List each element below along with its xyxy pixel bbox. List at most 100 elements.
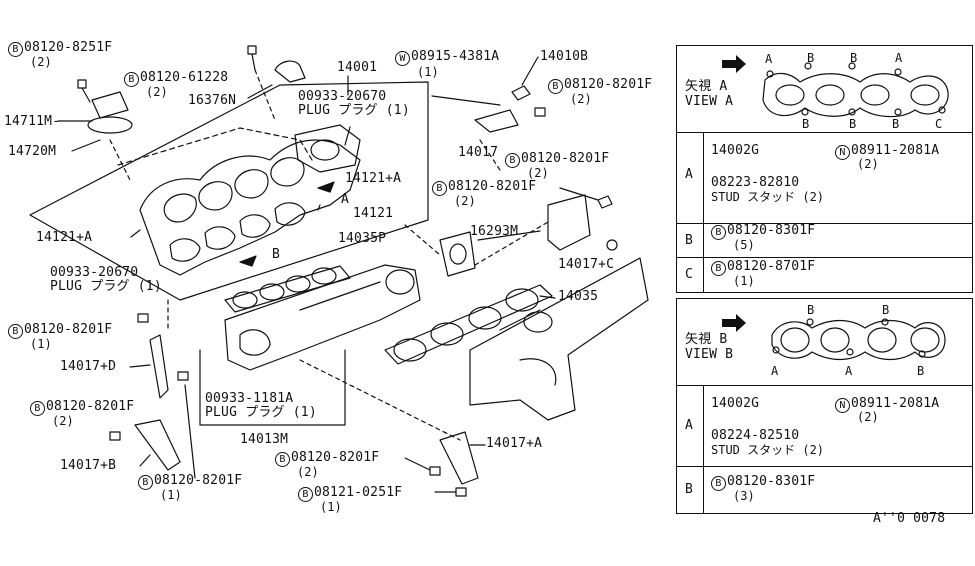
view-a-mark: A: [765, 52, 773, 66]
manifold-box: [29, 81, 429, 301]
view-a-title-en: VIEW A: [685, 94, 734, 109]
label-14001: 14001: [337, 60, 378, 75]
qty: (2): [454, 194, 476, 208]
label-plug3-code: 00933-1181A: [205, 391, 294, 406]
view-a-mark: B: [850, 51, 858, 65]
view-b-mark: A: [845, 364, 853, 378]
view-b-row-divider: [677, 385, 972, 386]
bolt-symbol-icon: B: [124, 72, 139, 87]
qty: (1): [160, 488, 182, 502]
bracket-14017: [474, 109, 519, 133]
label-14013m: 14013M: [240, 432, 289, 447]
view-b-key-b: B: [685, 482, 694, 497]
bolt-symbol-icon: B: [30, 401, 45, 416]
qty: (3): [733, 489, 755, 503]
label-16376n: 16376N: [188, 93, 237, 108]
view-a-mark: B: [807, 51, 815, 65]
label-14121a-left: 14121+A: [36, 230, 93, 245]
view-a-key-c: C: [685, 267, 694, 282]
bracket-16376n: [274, 60, 306, 83]
view-a-mark: C: [935, 117, 943, 131]
view-a-row-divider: [677, 257, 972, 258]
nut-symbol-icon: N: [835, 398, 850, 413]
view-a-key-b: B: [685, 233, 694, 248]
label-14121a-right: 14121+A: [345, 171, 402, 186]
label-plug1-name: PLUG プラグ (1): [298, 103, 410, 118]
view-a-mark: B: [892, 117, 900, 131]
view-a-row-divider: [677, 223, 972, 224]
view-a-stud-name: STUD スタッド (2): [711, 190, 825, 204]
label-14035: 14035: [558, 289, 599, 304]
view-a-part: 14002G: [711, 143, 760, 158]
bracket-14017b: [134, 419, 181, 471]
label-14711m: 14711M-: [4, 114, 61, 129]
bolt-symbol-icon: B: [298, 487, 313, 502]
arrow-a-icon: [317, 181, 335, 193]
bolt-symbol-icon: B: [548, 79, 563, 94]
label-14035p: 14035P: [338, 231, 387, 246]
qty: (2): [527, 166, 549, 180]
label-arrow-b: B: [272, 247, 281, 262]
exhaust-manifold-upper: [139, 124, 361, 276]
label-16293m: 16293M: [470, 224, 519, 239]
label-plug3-name: PLUG プラグ (1): [205, 405, 317, 420]
view-b-stud-code: 08224-82510: [711, 428, 800, 443]
view-b-col-divider: [703, 385, 704, 513]
bolt-symbol-icon: B: [505, 153, 520, 168]
view-a-row-divider: [677, 132, 972, 133]
view-b-gasket: [771, 318, 946, 361]
label-14017a: 14017+A: [486, 436, 543, 451]
bolt-symbol-icon: B: [8, 42, 23, 57]
view-b-mark: A: [771, 364, 779, 378]
bolts: [77, 45, 613, 497]
qty: (2): [52, 414, 74, 428]
qty: (2): [297, 465, 319, 479]
label-plug2-code: 00933-20670: [50, 265, 139, 280]
label-14017b: 14017+B: [60, 458, 117, 473]
label-14017d: 14017+D: [60, 359, 117, 374]
bracket-14017d: [149, 334, 169, 399]
bolt-symbol-icon: B: [432, 181, 447, 196]
label-arrow-a: A: [341, 192, 350, 207]
view-a-key-a: A: [685, 167, 694, 182]
gasket-14035p: [224, 265, 351, 313]
view-a-arrow-icon: [722, 55, 746, 73]
qty: (1): [320, 500, 342, 514]
bracket-14017a: [439, 431, 479, 485]
qty: (2): [146, 85, 168, 99]
bolt-symbol-icon: B: [711, 225, 726, 240]
qty: (1): [417, 65, 439, 79]
view-b-stud-name: STUD スタッド (2): [711, 443, 825, 457]
qty: (2): [570, 92, 592, 106]
engine-block: [469, 257, 649, 421]
gasket-16293m: [439, 231, 476, 277]
view-a-title-jp: 矢視 A: [685, 79, 728, 94]
qty: (5): [733, 238, 755, 252]
label-14121: 14121: [353, 206, 394, 221]
view-a-mark: A: [895, 51, 903, 65]
bolt-symbol-icon: B: [711, 476, 726, 491]
view-b-key-a: A: [685, 418, 694, 433]
bracket-14017c: [547, 194, 591, 251]
qty: (1): [30, 337, 52, 351]
diagram-code: A''0 0078: [873, 511, 946, 526]
lower-box: [199, 349, 346, 426]
nut-symbol-icon: N: [835, 145, 850, 160]
exhaust-manifold-lower: [224, 264, 421, 371]
view-a-stud-code: 08223-82810: [711, 175, 800, 190]
